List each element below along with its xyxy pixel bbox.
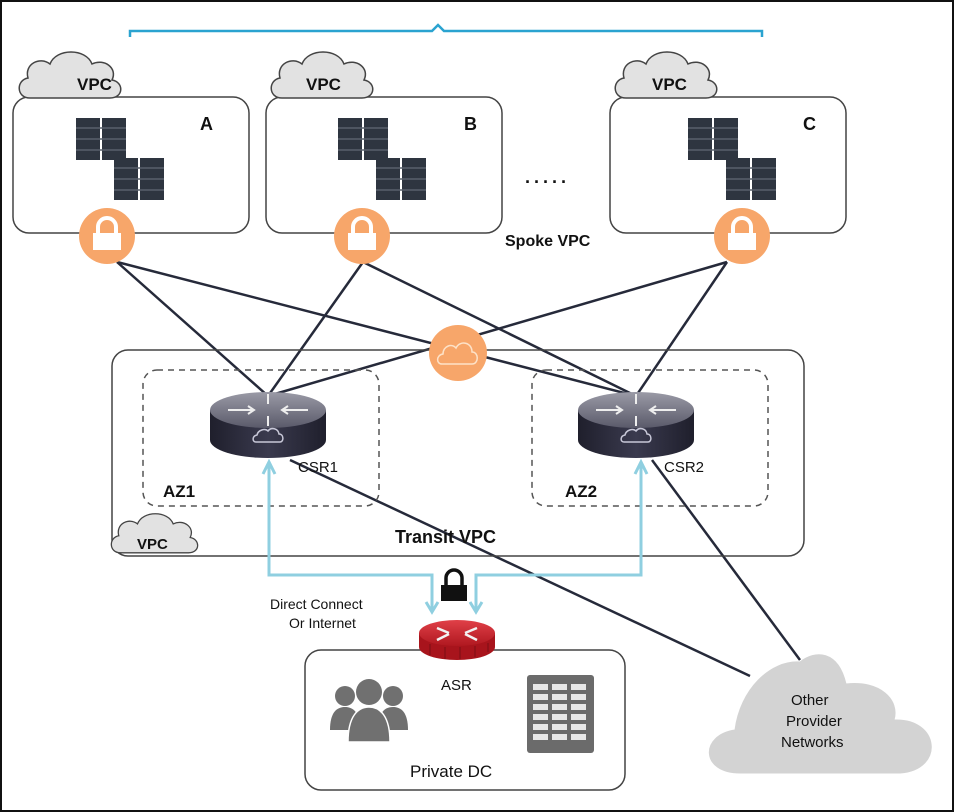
rack-slot: [552, 724, 567, 730]
users-icon: [330, 679, 408, 743]
rack-slot: [571, 704, 586, 710]
rack-slot: [571, 694, 586, 700]
rack-slot: [552, 684, 567, 690]
spoke-b-name: B: [464, 114, 477, 134]
vpn-hub-cloud-icon[interactable]: [429, 325, 487, 381]
az1-label: AZ1: [163, 482, 195, 501]
link-c-csr1: [267, 260, 728, 398]
link-a-csr1: [116, 261, 269, 397]
spoke-a-cloud-label: VPC: [77, 75, 112, 94]
other-provider-cloud[interactable]: Other Provider Networks: [708, 654, 932, 774]
vpc-cloud-icon: [110, 513, 199, 554]
spoke-c-name: C: [803, 114, 816, 134]
asr-label: ASR: [441, 677, 472, 694]
transit-vpc[interactable]: AZ1 AZ2 Transit VPC VPC: [110, 349, 805, 557]
spoke-vpc-label: Spoke VPC: [505, 233, 591, 250]
vpn-lock-icon-b[interactable]: [332, 206, 392, 266]
rack-slot: [571, 684, 586, 690]
private-dc[interactable]: Private DC: [304, 649, 626, 791]
private-dc-label: Private DC: [410, 762, 492, 781]
direct-connect-links: [261, 458, 649, 615]
rack-slot: [533, 684, 548, 690]
rack-slot: [552, 694, 567, 700]
rack-slot: [552, 704, 567, 710]
spoke-vpc-c[interactable]: VPC C: [609, 51, 847, 234]
connection-label-line2: Or Internet: [289, 615, 356, 631]
spoke-bracket: [128, 23, 764, 37]
rack-slot: [571, 714, 586, 720]
transit-cloud-label: VPC: [137, 536, 168, 553]
az2-label: AZ2: [565, 482, 597, 501]
link-b-csr1: [266, 261, 365, 397]
transit-vpc-label: Transit VPC: [395, 527, 496, 547]
rack-slot: [533, 734, 548, 740]
csr2-router-icon[interactable]: [577, 391, 695, 459]
link-csr1-other: [289, 458, 751, 678]
spoke-ellipsis: ·····: [525, 172, 570, 192]
spoke-b-cloud-label: VPC: [306, 75, 341, 94]
spoke-a-name: A: [200, 114, 213, 134]
rack-slot: [533, 694, 548, 700]
az2-zone: [531, 369, 769, 507]
connection-label-line1: Direct Connect: [270, 596, 363, 612]
vpn-lock-icon-c[interactable]: [712, 206, 772, 266]
other-provider-line3: Networks: [781, 734, 844, 751]
link-csr2-other: [650, 459, 802, 661]
rack-slot: [552, 714, 567, 720]
rack-slot: [533, 724, 548, 730]
datacenter-rack-icon: [527, 675, 594, 753]
rack-slot: [571, 734, 586, 740]
asr-router-icon[interactable]: [419, 620, 495, 660]
csr1-label: CSR1: [298, 459, 338, 476]
other-provider-line2: Provider: [786, 713, 842, 730]
spoke-vpc-a[interactable]: VPC A: [12, 51, 250, 234]
vpn-lock-icon-a[interactable]: [77, 206, 137, 266]
link-c-csr2: [634, 261, 729, 397]
spoke-vpc-b[interactable]: VPC B: [265, 51, 503, 234]
rack-slot: [552, 734, 567, 740]
csr1-router-icon[interactable]: [209, 391, 327, 459]
link-a-csr2: [116, 260, 637, 398]
rack-slot: [533, 714, 548, 720]
rack-slot: [533, 704, 548, 710]
vpn-mesh-links: [116, 260, 802, 678]
csr2-label: CSR2: [664, 459, 704, 476]
other-provider-line1: Other: [791, 692, 829, 709]
az1-zone: [142, 369, 380, 507]
spoke-c-cloud-label: VPC: [652, 75, 687, 94]
encryption-lock-icon: [441, 568, 467, 601]
rack-slot: [571, 724, 586, 730]
